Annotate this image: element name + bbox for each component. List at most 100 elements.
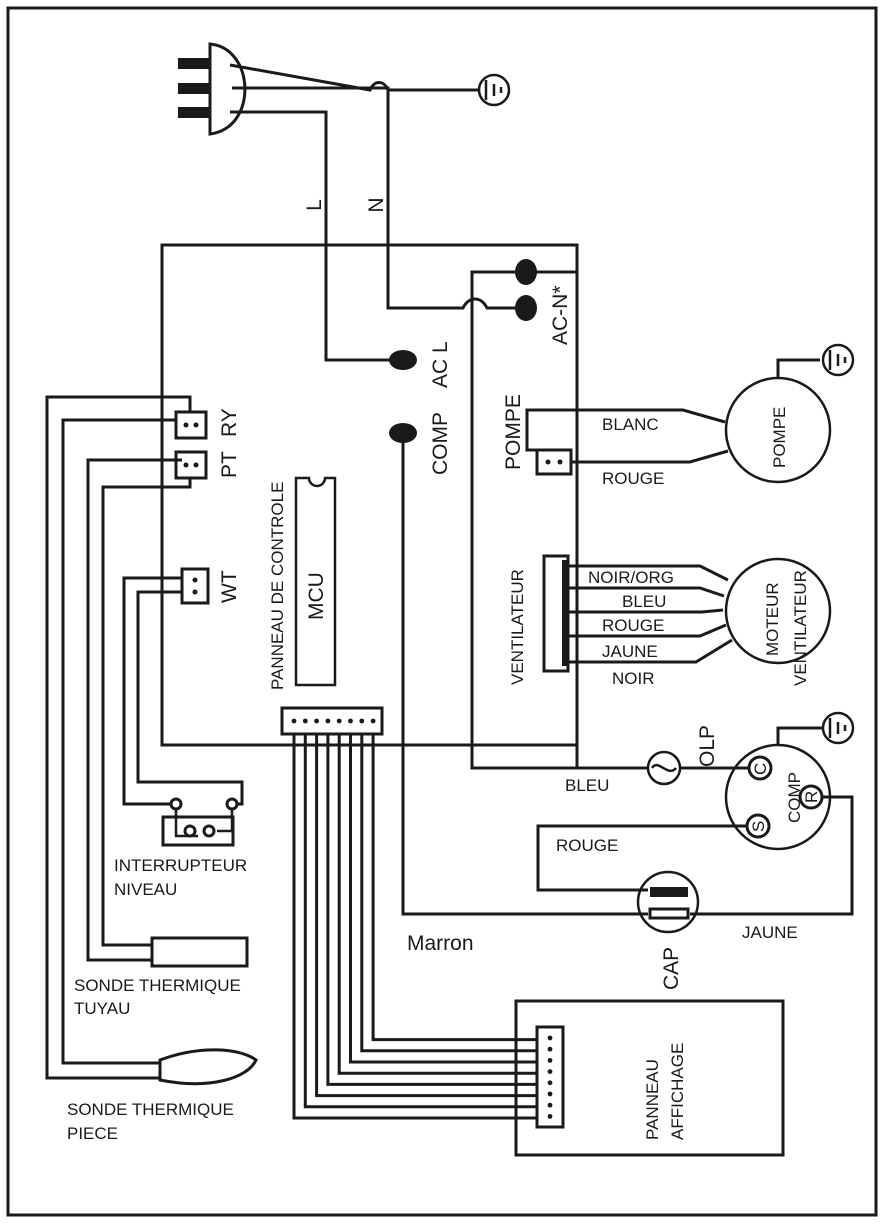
ribbon-wire [292, 734, 537, 1120]
label-pompe-motor: POMPE [770, 407, 789, 468]
pt-wire-inner [101, 478, 192, 947]
label-l: L [303, 199, 326, 211]
label-sonde-piece: SONDE THERMIQUE [67, 1100, 234, 1119]
fan-wire-jaune [568, 623, 727, 638]
cap-plate-top [650, 887, 688, 897]
label-comp-motor: COMP [785, 772, 804, 823]
label-bleu-fan: BLEU [622, 592, 666, 611]
display-pin [547, 1058, 553, 1063]
label-tuyau: TUYAU [74, 999, 130, 1018]
display-ribbon-cable [292, 734, 537, 1120]
comp-ground-wire [776, 726, 822, 745]
label-s: S [749, 821, 768, 832]
comp-wire-marron [401, 433, 648, 916]
connector-pin [325, 718, 331, 724]
ground-icon-pump [821, 343, 855, 377]
ribbon-wire [303, 734, 537, 1109]
ribbon-wire [315, 734, 537, 1098]
label-comp-terminal: COMP [429, 412, 452, 475]
ry-connector [174, 410, 208, 440]
label-c: C [751, 763, 770, 775]
label-pompe-connector: POMPE [502, 394, 525, 470]
display-pin [547, 1102, 553, 1108]
ac-l-terminal [389, 350, 417, 370]
display-cable-connector [280, 706, 384, 736]
label-control-panel: PANNEAU DE CONTROLE [268, 482, 287, 690]
olp-symbol [646, 750, 682, 786]
label-wt: WT [218, 570, 241, 603]
display-connector-pins [291, 718, 376, 724]
label-n: N [365, 197, 388, 212]
label-mcu: MCU [305, 572, 328, 620]
outer-frame [6, 6, 878, 1217]
cap-wire-jaune [690, 795, 854, 916]
display-pin [547, 1046, 553, 1052]
comp-terminal-c [747, 755, 773, 781]
cap-plate-bottom [648, 907, 690, 920]
fan-wire-rouge [568, 608, 724, 614]
pt-connector [174, 450, 208, 480]
label-pt: PT [218, 451, 241, 478]
live-wire [230, 110, 392, 362]
label-noir-org: NOIR/ORG [588, 568, 674, 587]
wt-wire-outer [122, 576, 182, 806]
label-affichage: AFFICHAGE [668, 1043, 687, 1140]
display-pin [547, 1080, 553, 1086]
display-panel-connector [535, 1025, 565, 1129]
ribbon-wire [349, 734, 537, 1064]
display-pin [547, 1069, 553, 1074]
connector-pin [314, 718, 319, 724]
display-panel-pins [547, 1035, 553, 1119]
label-jaune-fan: JAUNE [602, 642, 658, 661]
label-sonde-tuyau: SONDE THERMIQUE [74, 976, 241, 995]
label-interrupteur: INTERRUPTEUR [114, 856, 247, 875]
ac-n-terminal-top [515, 259, 537, 285]
label-rouge-fan: ROUGE [602, 616, 664, 635]
level-switch-contacts [169, 797, 239, 838]
ribbon-wire [326, 734, 537, 1086]
ground-icon-comp [821, 711, 855, 745]
cap-wire-rouge [536, 824, 747, 892]
mcu-chip [294, 476, 337, 687]
label-moteur: MOTEUR [763, 582, 782, 656]
ry-wire-outer [45, 395, 192, 1080]
connector-pin [359, 718, 365, 724]
room-sensor [158, 1048, 258, 1086]
display-panel-box [514, 999, 785, 1157]
label-piece: PIECE [67, 1124, 118, 1143]
fan-connector-strip [562, 560, 569, 666]
connector-pin [291, 718, 297, 724]
display-pin [547, 1091, 553, 1097]
label-r: R [802, 791, 821, 803]
ground-icon-plug [477, 73, 511, 107]
connector-pin [302, 718, 308, 724]
label-ac-n: AC-N* [549, 285, 572, 345]
label-ventilateur-connector: VENTILATEUR [508, 569, 527, 685]
label-ry: RY [218, 408, 241, 437]
label-rouge-pump: ROUGE [602, 469, 664, 488]
label-niveau: NIVEAU [114, 880, 177, 899]
label-ac-l: AC L [429, 341, 452, 388]
ac-n-terminal [515, 295, 537, 321]
power-board-box [470, 270, 579, 770]
fan-wire-bleu [568, 586, 725, 598]
wt-connector [180, 567, 210, 605]
label-ventilateur-motor: VENTILATEUR [791, 570, 810, 686]
pt-wire-outer [86, 458, 182, 962]
ground-wire [229, 63, 478, 92]
pump-connector [535, 448, 573, 476]
pump-ground-wire [776, 358, 820, 378]
label-marron: Marron [407, 932, 474, 955]
ribbon-wire [371, 734, 537, 1042]
label-noir-fan: NOIR [612, 669, 655, 688]
label-cap: CAP [660, 947, 683, 990]
pipe-sensor [150, 936, 249, 968]
label-olp: OLP [696, 725, 719, 767]
connector-pin [336, 718, 342, 724]
ribbon-wire [337, 734, 537, 1075]
ribbon-wire [360, 734, 537, 1053]
wt-wire-inner [136, 590, 244, 806]
connector-pin [348, 718, 353, 724]
label-blanc: BLANC [602, 415, 659, 434]
